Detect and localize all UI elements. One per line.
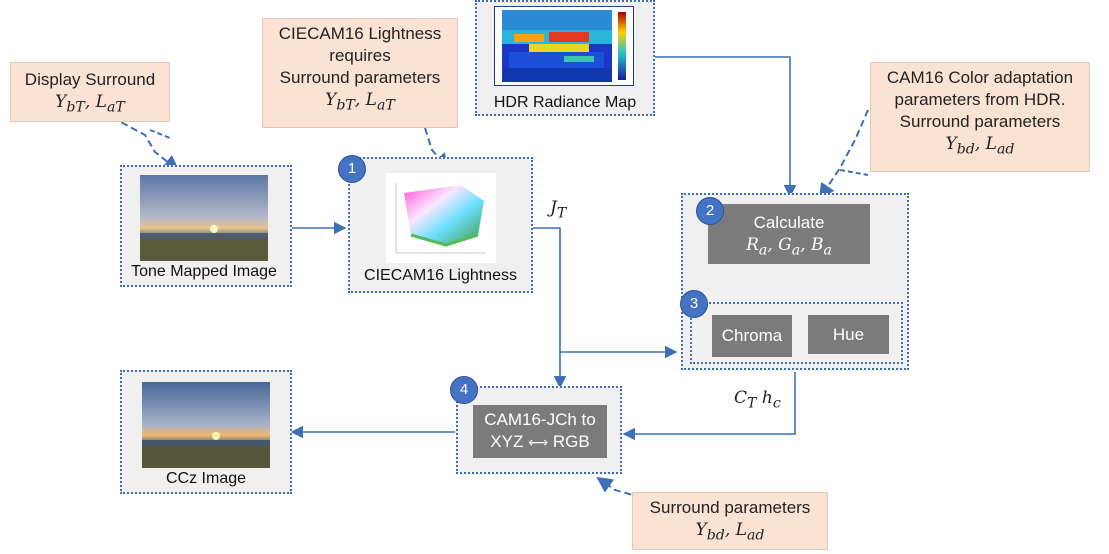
ciecam16-gamut-plot (386, 173, 496, 263)
note-ciecam16-line2: requires (329, 46, 391, 65)
ccz-image-box: CCz Image (120, 370, 292, 494)
tone-mapped-box: Tone Mapped Image (120, 165, 292, 287)
hdr-radiance-box: HDR Radiance Map (475, 0, 655, 116)
cam16-jch-line2: XYZ ⟷ RGB (473, 431, 607, 453)
hdr-radiance-heatmap (494, 6, 634, 86)
note-cam16-line2: parameters from HDR. (894, 90, 1066, 109)
callout-display-surround (101, 111, 180, 172)
callout-cam16-adapt (818, 109, 869, 200)
edge-label-jt: JT (550, 198, 567, 222)
note-surround-bottom: Surround parameters Ybd, Lad (632, 492, 828, 550)
tone-mapped-thumbnail (140, 175, 268, 261)
tone-mapped-label: Tone Mapped Image (131, 263, 277, 280)
note-ciecam16-line1: CIECAM16 Lightness (278, 24, 442, 43)
cam16-jch-xyz: XYZ (490, 432, 524, 451)
calculate-title: Calculate (753, 213, 825, 232)
ccz-label: CCz Image (165, 470, 247, 487)
note-display-surround-title: Display Surround (24, 70, 156, 89)
note-cam16-line3: Surround parameters (899, 112, 1061, 131)
calculate-box: Calculate Ra, Ga, Ba (708, 204, 870, 264)
edge-label-cthc: CT hc (734, 388, 781, 412)
note-cam16-math: Ybd, Lad (945, 134, 1015, 158)
note-display-surround: Display Surround YbT, LaT (10, 62, 170, 122)
ciecam16-lightness-box: CIECAM16 Lightness (348, 157, 533, 293)
arrow-cthc-to-cam16 (622, 372, 796, 441)
ccz-thumbnail (142, 382, 270, 468)
note-cam16-line1: CAM16 Color adaptation (886, 68, 1074, 87)
hdr-radiance-label: HDR Radiance Map (493, 94, 637, 111)
cam16-jch-line1: CAM16-JCh to (484, 410, 596, 429)
note-surround-bottom-math: Ybd, Lad (695, 520, 765, 544)
hue-box: Hue (808, 315, 889, 354)
ciecam16-lightness-label: CIECAM16 Lightness (364, 267, 517, 284)
step-badge-3: 3 (680, 290, 708, 318)
cam16-jch-box: CAM16-JCh to XYZ ⟷ RGB (473, 405, 607, 458)
step-badge-1: 1 (338, 155, 366, 183)
callout-display-surround-tick (149, 129, 171, 139)
note-surround-bottom-title: Surround parameters (649, 498, 811, 517)
calculate-math: Ra, Ga, Ba (746, 235, 832, 259)
arrow-hdr-to-calc (655, 56, 797, 198)
note-cam16-adaptation: CAM16 Color adaptation parameters from H… (870, 62, 1090, 172)
step-badge-2: 2 (696, 197, 724, 225)
note-ciecam16-math: YbT, LaT (325, 90, 395, 114)
bidirectional-arrow-icon: ⟷ (528, 434, 549, 450)
chroma-box: Chroma (712, 315, 792, 357)
note-ciecam16-requirement: CIECAM16 Lightness requires Surround par… (262, 18, 458, 128)
callout-cam16-adapt-tick (839, 169, 869, 176)
note-display-surround-math: YbT, LaT (55, 92, 125, 116)
cam16-jch-rgb: RGB (552, 432, 590, 451)
note-ciecam16-line3: Surround parameters (279, 68, 441, 87)
step-badge-4: 4 (450, 376, 478, 404)
arrow-jt-to-chroma-hue (532, 227, 678, 359)
